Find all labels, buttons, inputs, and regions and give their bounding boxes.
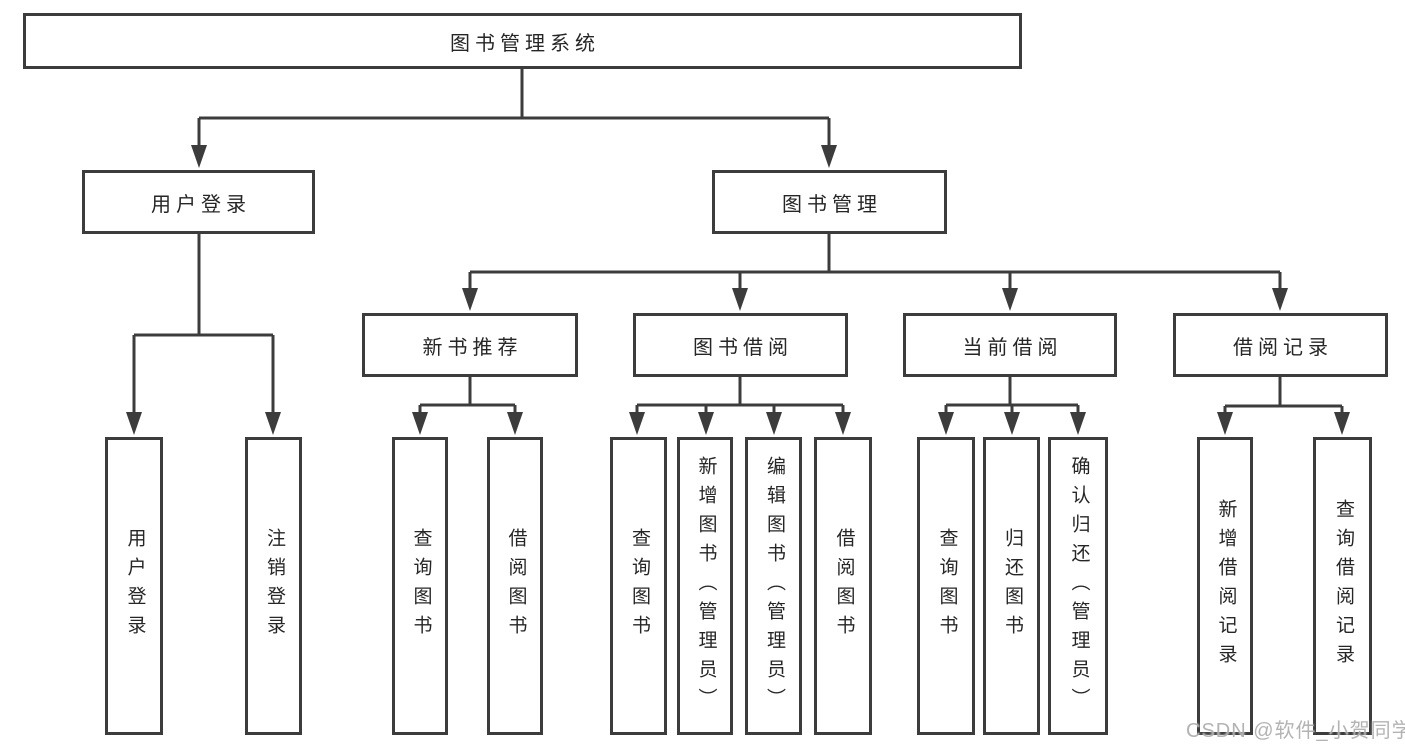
node-label: 用户登录 xyxy=(151,193,251,216)
leaf-br-add-borrow-record: 新增借阅记录 xyxy=(1197,437,1253,735)
leaf-bb-query-books: 查询图书 xyxy=(610,437,667,735)
node-label: 新增借阅记录 xyxy=(1215,499,1237,673)
node-book-management: 图书管理 xyxy=(712,170,947,234)
leaf-cb-confirm-return-admin: 确认归还（管理员） xyxy=(1048,437,1108,735)
node-label: 图书管理系统 xyxy=(450,32,600,55)
node-label: 查询图书 xyxy=(936,528,958,644)
node-label: 编辑图书（管理员） xyxy=(763,455,785,717)
leaf-bb-add-books-admin: 新增图书（管理员） xyxy=(677,437,733,735)
node-label: 新增图书（管理员） xyxy=(695,455,717,717)
leaf-nbr-query-books: 查询图书 xyxy=(392,437,448,735)
node-user-login: 用户登录 xyxy=(82,170,315,234)
node-new-book-recommend: 新书推荐 xyxy=(362,313,578,377)
leaf-bb-edit-books-admin: 编辑图书（管理员） xyxy=(745,437,802,735)
node-label: 借阅图书 xyxy=(833,528,855,644)
leaf-nbr-borrow-books: 借阅图书 xyxy=(487,437,543,735)
leaf-user-login: 用户登录 xyxy=(105,437,163,735)
node-label: 当前借阅 xyxy=(962,336,1063,359)
node-book-borrow: 图书借阅 xyxy=(633,313,848,377)
node-label: 查询图书 xyxy=(628,528,650,644)
node-label: 查询图书 xyxy=(410,528,432,644)
node-label: 注销登录 xyxy=(263,528,285,644)
node-label: 归还图书 xyxy=(1001,528,1023,644)
csdn-watermark: CSDN @软件_小贺同学 xyxy=(1186,720,1405,742)
node-library-management-system: 图书管理系统 xyxy=(23,13,1022,69)
node-borrow-record: 借阅记录 xyxy=(1173,313,1388,377)
leaf-br-query-borrow-record: 查询借阅记录 xyxy=(1313,437,1372,735)
node-label: 新书推荐 xyxy=(422,336,523,359)
arrowhead-icons xyxy=(126,145,1350,435)
node-label: 确认归还（管理员） xyxy=(1068,455,1090,717)
node-current-borrow: 当前借阅 xyxy=(903,313,1117,377)
leaf-logout: 注销登录 xyxy=(245,437,302,735)
leaf-cb-return-books: 归还图书 xyxy=(983,437,1040,735)
node-label: 借阅图书 xyxy=(505,528,527,644)
node-label: 查询借阅记录 xyxy=(1332,499,1354,673)
leaf-bb-borrow-books: 借阅图书 xyxy=(814,437,872,735)
node-label: 图书借阅 xyxy=(693,336,793,359)
node-label: 用户登录 xyxy=(124,528,146,644)
leaf-cb-query-books: 查询图书 xyxy=(917,437,975,735)
node-label: 借阅记录 xyxy=(1233,336,1333,359)
node-label: 图书管理 xyxy=(782,193,882,216)
